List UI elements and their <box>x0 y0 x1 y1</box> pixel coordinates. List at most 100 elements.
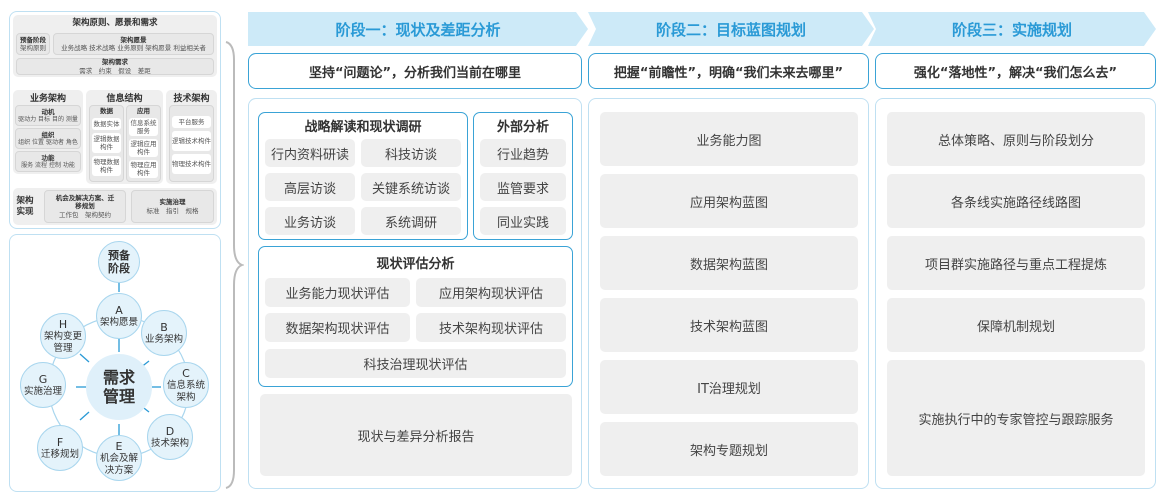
node-letter: B <box>160 320 168 334</box>
business-title: 业务架构 <box>29 93 66 104</box>
req-title: 架构需求 <box>102 58 128 67</box>
impl-title: 架构实现 <box>16 196 34 217</box>
tech-item: 逻辑技术构件 <box>172 131 211 151</box>
stage-2-header: 阶段二：目标蓝图规划 <box>588 12 874 46</box>
research-item: 行内资料研读 <box>265 139 355 167</box>
blueprint-item: 技术架构蓝图 <box>600 298 858 352</box>
node-label: 信息系统架构 <box>167 380 206 403</box>
tech-item: 物理技术构件 <box>172 154 211 174</box>
assessment-item: 技术架构现状评估 <box>416 313 566 342</box>
node-letter: C <box>182 367 190 381</box>
node-label: 实施治理 <box>24 385 63 397</box>
data-item: 物理数据构件 <box>92 156 121 176</box>
research-item: 科技访谈 <box>361 139 461 167</box>
node-letter: A <box>115 303 123 317</box>
blueprint-item: 架构专题规划 <box>600 422 858 476</box>
implementation-item: 总体策略、原则与阶段划分 <box>887 112 1145 166</box>
node-letter: G <box>38 372 48 386</box>
data-item: 逻辑数据构件 <box>92 133 121 153</box>
prep-title: 预备阶段 <box>20 35 46 44</box>
stage-1-header: 阶段一：现状及差距分析 <box>248 12 588 46</box>
tech-box: 平台服务 逻辑技术构件 物理技术构件 <box>169 105 214 182</box>
app-box: 应用 信息系统服务 逻辑应用构件 物理应用构件 <box>126 105 161 182</box>
tech-title: 技术架构 <box>173 93 210 104</box>
node-label: 技术架构 <box>151 437 190 449</box>
blueprint-item: 数据架构蓝图 <box>600 236 858 290</box>
prep-box: 预备阶段架构原则 <box>16 33 50 55</box>
principles-title: 架构原则、愿景和需求 <box>72 17 158 28</box>
assessment-item: 科技治理现状评估 <box>265 349 566 378</box>
implementation-item: 保障机制规划 <box>887 298 1145 352</box>
data-item: 数据实体 <box>92 118 121 130</box>
external-item: 监管要求 <box>480 173 566 201</box>
prep-sub: 架构原则 <box>20 44 46 52</box>
data-title: 数据 <box>100 107 113 116</box>
req-sub: 需求 约束 假设 差距 <box>79 66 151 75</box>
external-item: 同业实践 <box>480 207 566 235</box>
item-sub: 组织 位置 驱动者 角色 <box>18 138 78 146</box>
blueprint-item: 业务能力图 <box>600 112 858 166</box>
assessment-item: 业务能力现状评估 <box>265 278 410 307</box>
stage-1-slogan: 坚持“问题论”，分析我们当前在哪里 <box>248 53 582 89</box>
node-letter: H <box>58 318 68 332</box>
node-label: 业务架构 <box>145 333 184 345</box>
opp-sub: 工作包 架构契约 <box>59 210 111 219</box>
requirements-management-hub: 需求管理 <box>86 354 152 420</box>
external-item: 行业趋势 <box>480 139 566 167</box>
motivation-box: 动机驱动力 目标 目的 测量 <box>15 105 81 126</box>
vision-box: 架构愿景业务战略 技术战略 业务原则 架构愿景 利益相关者 <box>53 33 214 55</box>
gov-title: 实施治理 <box>159 198 186 207</box>
opportunity-box: 机会及解决方案、迁移规划工作包 架构契约 <box>44 190 126 223</box>
app-item: 信息系统服务 <box>129 118 158 136</box>
data-box: 数据 数据实体 逻辑数据构件 物理数据构件 <box>89 105 124 182</box>
item-title: 组织 <box>41 130 55 139</box>
opp-title: 机会及解决方案、迁移规划 <box>55 194 115 211</box>
item-sub: 驱动力 目标 目的 测量 <box>18 115 78 123</box>
requirements-box: 架构需求需求 约束 假设 差距 <box>16 58 214 75</box>
implementation-item: 项目群实施路径与重点工程提炼 <box>887 236 1145 290</box>
assessment-item: 数据架构现状评估 <box>265 313 410 342</box>
organization-box: 组织组织 位置 驱动者 角色 <box>15 128 81 149</box>
stage-3-header: 阶段三：实施规划 <box>868 12 1156 46</box>
blueprint-item: 应用架构蓝图 <box>600 174 858 228</box>
tech-item: 平台服务 <box>172 116 211 128</box>
node-letter: E <box>115 440 123 454</box>
node-letter: D <box>165 424 175 438</box>
assessment-title: 现状评估分析 <box>376 256 455 272</box>
node-label: 架构愿景 <box>100 316 139 328</box>
item-title: 功能 <box>41 153 55 162</box>
blueprint-item: IT治理规划 <box>600 360 858 414</box>
node-label: 机会及解决方案 <box>100 453 139 476</box>
research-title: 战略解读和现状调研 <box>304 119 422 135</box>
gap-analysis-report: 现状与差异分析报告 <box>260 394 572 476</box>
node-label: 迁移规划 <box>41 448 80 460</box>
app-title: 应用 <box>137 107 150 116</box>
stage-2-slogan: 把握“前瞻性”，明确“我们未来去哪里” <box>588 53 869 89</box>
research-item: 关键系统访谈 <box>361 173 461 201</box>
stage-3-slogan: 强化“落地性”，解决“我们怎么去” <box>875 53 1156 89</box>
gov-sub: 标准 指引 规格 <box>146 206 199 215</box>
cycle-node-preliminary: 预备阶段 <box>98 241 140 283</box>
item-sub: 服务 流程 控制 功能 <box>21 161 75 169</box>
research-item: 系统调研 <box>361 207 461 235</box>
external-title: 外部分析 <box>496 119 549 135</box>
app-item: 物理应用构件 <box>129 160 158 178</box>
item-title: 动机 <box>41 107 55 116</box>
vision-title: 架构愿景 <box>120 35 147 44</box>
node-letter: F <box>56 435 64 449</box>
node-label: 架构变更管理 <box>44 331 83 354</box>
vision-sub: 业务战略 技术战略 业务原则 架构愿景 利益相关者 <box>61 44 206 52</box>
cycle-arrows <box>76 282 161 435</box>
function-box: 功能服务 流程 控制 功能 <box>15 151 81 172</box>
info-title: 信息结构 <box>106 93 143 104</box>
bracket-connector <box>225 41 244 489</box>
implementation-item: 实施执行中的专家管控与跟踪服务 <box>887 360 1145 476</box>
governance-box: 实施治理标准 指引 规格 <box>131 190 214 223</box>
research-item: 业务访谈 <box>265 207 355 235</box>
